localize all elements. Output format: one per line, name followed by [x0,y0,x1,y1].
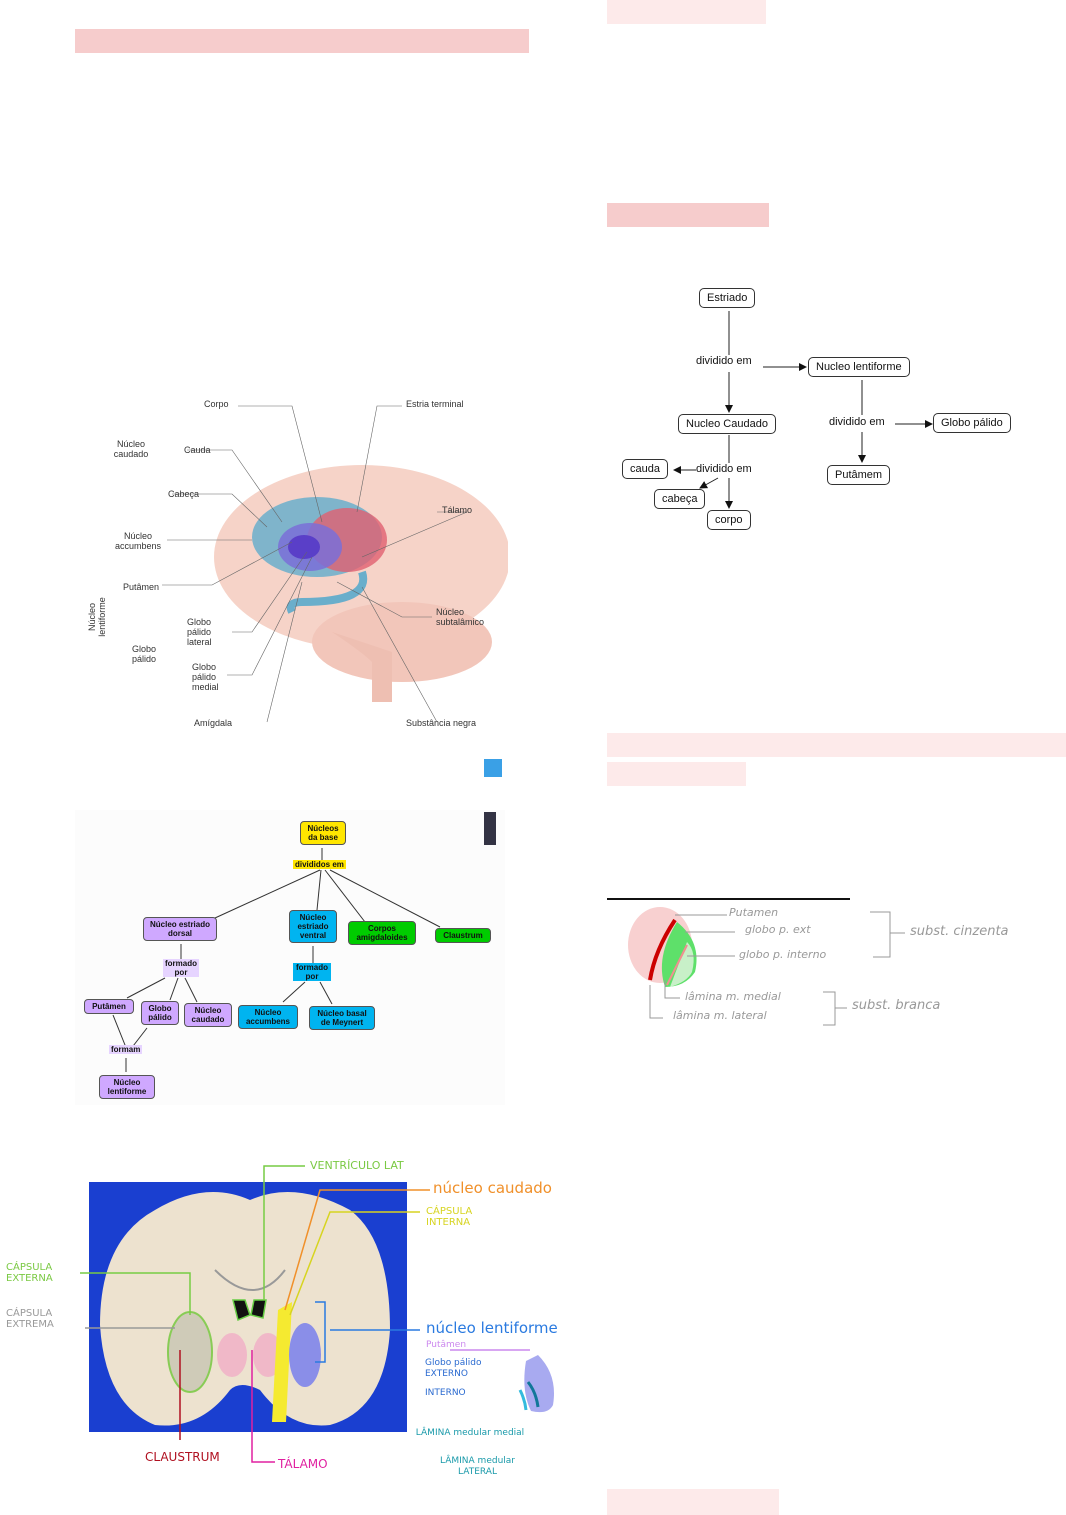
node-meynert: Núcleo basal de Meynert [309,1006,375,1030]
hw-putamen: Putamen [729,906,779,919]
heading-highlight [607,203,769,227]
label-lamina-lateral: LÂMINA medular LATERAL [440,1456,515,1477]
hw-lamina-medial: lâmina m. medial [685,990,781,1003]
node-corpos-amigdaloides: Corpos amigdaloides [348,921,416,945]
node-estriado: Estriado [699,288,756,308]
label-talamo: TÁLAMO [278,1457,328,1471]
link-dividido-em: dividido em [829,416,885,428]
link-formam: formam [109,1045,143,1054]
label-gp-lateral: Globo pálido lateral [187,617,212,647]
label-capsula-extrema: CÁPSULA EXTREMA [6,1308,54,1330]
hw-gp-int: globo p. interno [739,948,827,961]
link-formado-por: formado por [293,963,331,981]
coronal-section-figure: VENTRÍCULO LAT núcleo caudado CÁPSULA IN… [0,1150,580,1490]
label-lentiforme: núcleo lentiforme [426,1319,558,1337]
divider-line [607,898,850,900]
label-capsula-externa: CÁPSULA EXTERNA [6,1262,53,1284]
label-substancia-negra: Substância negra [406,718,477,728]
label-cauda: Cauda [184,445,211,455]
heading-highlight [607,733,1066,757]
label-estria: Estria terminal [406,399,464,409]
label-talamo: Tálamo [442,505,473,515]
label-gp-interno: INTERNO [425,1388,466,1398]
label-lamina-medial: LÂMINA medular medial [415,1428,525,1438]
hw-subst-branca: subst. branca [852,998,941,1013]
link-dividido-em: dividido em [696,355,752,367]
concept-map-links [673,311,933,509]
lentiform-sketch: Putamen globo p. ext globo p. interno su… [605,900,1035,1030]
node-nucleo-caudado: Nucleo Caudado [678,414,776,434]
hw-subst-cinzenta: subst. cinzenta [910,924,1009,939]
basal-ganglia-concept-map: Núcleos da base divididos em Núcleo estr… [75,810,505,1105]
label-lentiforme: Núcleo lentiforme [87,597,107,637]
label-putamen: Putâmen [426,1340,467,1350]
node-globo-palido: Globo pálido [141,1001,179,1025]
hw-lamina-lateral: lâmina m. lateral [673,1009,767,1022]
node-putamen: Putâmen [84,999,134,1014]
node-cabeca: cabeça [654,489,706,509]
brain-illustration [162,405,508,777]
link-divididos-em: divididos em [293,860,346,869]
node-nucleo-caudado: Núcleo caudado [184,1003,232,1027]
label-putamen: Putâmen [123,582,160,592]
concept-map-links [112,848,441,1072]
label-caudado: núcleo caudado [433,1179,552,1197]
label-claustrum: CLAUSTRUM [145,1450,220,1464]
node-nucleo-lentiforme: Núcleo lentiforme [99,1075,155,1099]
hw-gp-ext: globo p. ext [745,923,811,936]
label-globo-palido: Globo pálido [131,644,157,664]
brain-figure: Corpo Estria terminal Núcleo caudado Cau… [72,342,508,782]
video-thumbnail [484,812,496,845]
heading-highlight [75,29,529,53]
lentiform-drawing [628,907,905,1026]
node-corpo: corpo [707,510,751,530]
node-estriado-ventral: Núcleo estriado ventral [289,910,337,943]
node-nucleo-lentiforme: Nucleo lentiforme [808,357,910,377]
label-gp-medial: Globo pálido medial [192,662,219,692]
node-estriado-dorsal: Núcleo estriado dorsal [143,917,217,941]
link-formado-por: formado por [163,959,199,977]
link-dividido-em: dividido em [696,463,752,475]
node-putamem: Putâmem [827,465,891,485]
label-accumbens: Núcleo accumbens [114,531,162,551]
node-globo-palido: Globo pálido [933,413,1011,433]
label-ventriculo: VENTRÍCULO LAT [310,1159,404,1172]
striatum-concept-map: Estriado dividido em Nucleo lentiforme N… [600,280,1040,540]
label-amigdala: Amígdala [194,718,233,728]
label-cabeca: Cabeça [168,489,200,499]
label-corpo: Corpo [204,399,229,409]
label-capsula-interna: CÁPSULA INTERNA [426,1206,473,1228]
heading-highlight [607,762,746,786]
node-claustrum: Claustrum [435,928,491,943]
node-nucleo-accumbens: Núcleo accumbens [238,1005,298,1029]
heading-highlight [607,1489,779,1515]
coronal-section-image [80,1165,554,1463]
node-cauda: cauda [622,459,668,479]
label-gp-externo: Globo pálido EXTERNO [425,1358,482,1379]
heading-highlight [607,0,766,24]
label-subtalamico: Núcleo subtalâmico [436,607,485,627]
node-nucleos-da-base: Núcleos da base [300,821,346,845]
label-nucleo-caudado: Núcleo caudado [113,439,149,459]
